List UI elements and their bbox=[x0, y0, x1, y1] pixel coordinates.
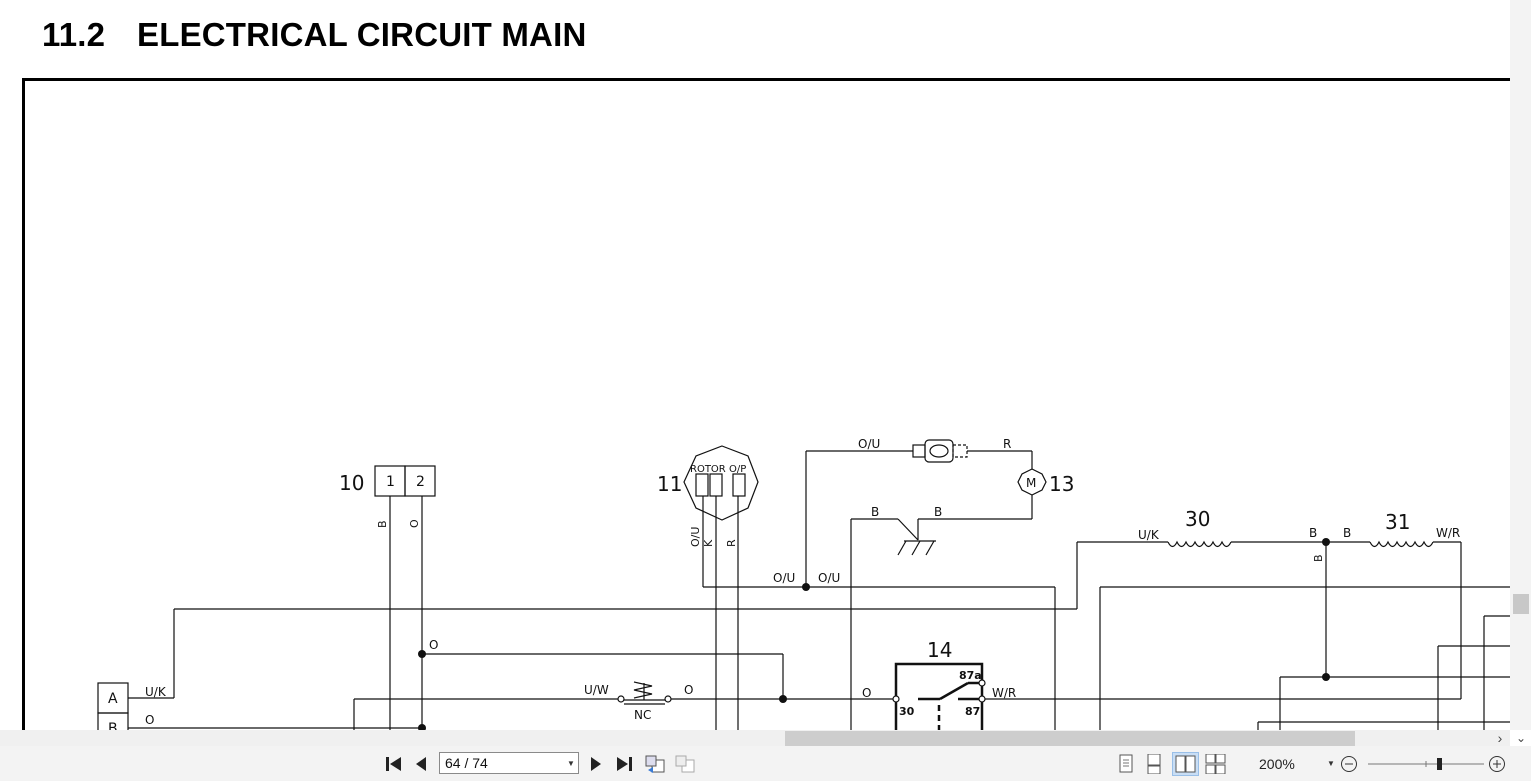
label-b-31: B bbox=[1343, 526, 1351, 540]
label-b-vert: B bbox=[1312, 554, 1325, 562]
page-title: 11.2 ELECTRICAL CIRCUIT MAIN bbox=[42, 16, 586, 54]
label-c10: 10 bbox=[339, 471, 364, 495]
vertical-scroll-thumb[interactable] bbox=[1513, 594, 1529, 614]
label-uk-a: U/K bbox=[145, 685, 167, 699]
horizontal-scroll-thumb[interactable] bbox=[785, 731, 1355, 746]
label-conn-b: B bbox=[108, 721, 118, 730]
zoom-level[interactable]: 200% bbox=[1259, 756, 1295, 772]
zoom-out-icon bbox=[1341, 756, 1357, 772]
coil-31 bbox=[1369, 540, 1434, 548]
single-page-icon bbox=[1119, 754, 1133, 773]
label-top-ou: O/U bbox=[858, 437, 880, 451]
previous-page-button[interactable] bbox=[411, 752, 431, 776]
label-c30: 30 bbox=[1185, 507, 1210, 531]
label-b-30: B bbox=[1309, 526, 1317, 540]
facing-view-button[interactable] bbox=[1172, 752, 1199, 776]
label-o-relay: O bbox=[862, 686, 871, 700]
label-nc: NC bbox=[634, 708, 651, 722]
label-c10-b: B bbox=[376, 520, 389, 528]
vertical-scrollbar[interactable] bbox=[1510, 0, 1531, 730]
label-relay-87: 87 bbox=[965, 705, 980, 718]
section-title: ELECTRICAL CIRCUIT MAIN bbox=[137, 16, 587, 53]
label-wr-31: W/R bbox=[1436, 526, 1460, 540]
label-conn-a: A bbox=[108, 691, 118, 707]
last-page-icon bbox=[617, 757, 632, 771]
label-c11: 11 bbox=[657, 472, 682, 496]
chevron-down-icon[interactable]: ⌄ bbox=[1515, 731, 1527, 745]
zoom-slider-thumb[interactable] bbox=[1437, 758, 1442, 770]
c10-pin2-box bbox=[404, 465, 436, 497]
next-view-button[interactable] bbox=[673, 752, 697, 776]
label-mid-ou2: O/U bbox=[818, 571, 840, 585]
next-view-icon bbox=[675, 755, 695, 773]
label-ground-b2: B bbox=[934, 505, 942, 519]
label-c11-ou: O/U bbox=[689, 527, 702, 547]
facing-continuous-view-button[interactable] bbox=[1204, 752, 1228, 776]
bottom-toolbar bbox=[0, 746, 1531, 781]
facing-pages-icon bbox=[1175, 755, 1195, 773]
label-c11-op: O/P bbox=[729, 464, 746, 475]
page-dropdown-icon[interactable]: ▼ bbox=[567, 758, 575, 768]
label-c31: 31 bbox=[1385, 510, 1410, 534]
first-page-button[interactable] bbox=[383, 752, 405, 776]
coil-30 bbox=[1167, 540, 1232, 548]
next-page-button[interactable] bbox=[586, 752, 606, 776]
schematic-frame bbox=[22, 78, 1510, 730]
label-ground-b1: B bbox=[871, 505, 879, 519]
zoom-slider-track bbox=[1368, 758, 1484, 770]
label-motor: M bbox=[1026, 476, 1036, 490]
single-page-view-button[interactable] bbox=[1115, 752, 1137, 776]
label-relay-30: 30 bbox=[899, 705, 915, 718]
label-o-junction: O bbox=[429, 638, 438, 652]
previous-page-icon bbox=[416, 757, 426, 771]
label-c11-k: K bbox=[702, 539, 715, 547]
page-number-input[interactable]: 64 / 74 ▼ bbox=[439, 752, 579, 774]
zoom-dropdown-icon[interactable]: ▼ bbox=[1327, 759, 1335, 768]
zoom-slider[interactable] bbox=[1366, 752, 1486, 776]
label-wr-relay: W/R bbox=[992, 686, 1016, 700]
label-top-r: R bbox=[1003, 437, 1011, 451]
label-c10-pin2: 2 bbox=[416, 474, 425, 490]
page-indicator: 64 / 74 bbox=[445, 755, 488, 771]
label-c11-r: R bbox=[725, 539, 738, 547]
label-c10-pin1: 1 bbox=[386, 474, 395, 490]
document-viewport[interactable]: 11.2 ELECTRICAL CIRCUIT MAIN bbox=[0, 0, 1510, 730]
label-relay-87a: 87a bbox=[959, 669, 982, 682]
section-number: 11.2 bbox=[42, 16, 106, 53]
previous-view-button[interactable] bbox=[643, 752, 667, 776]
next-page-icon bbox=[591, 757, 601, 771]
last-page-button[interactable] bbox=[613, 752, 635, 776]
label-c10-o: O bbox=[408, 519, 421, 528]
scroll-right-arrow-icon[interactable]: › bbox=[1497, 730, 1503, 746]
label-uk-30: U/K bbox=[1138, 528, 1160, 542]
facing-continuous-icon bbox=[1205, 754, 1226, 774]
label-c14: 14 bbox=[927, 638, 952, 662]
zoom-out-button[interactable] bbox=[1339, 752, 1359, 776]
first-page-icon bbox=[386, 757, 401, 771]
continuous-page-icon bbox=[1147, 754, 1161, 774]
alternator-symbol bbox=[683, 445, 759, 521]
zoom-in-button[interactable] bbox=[1487, 752, 1507, 776]
continuous-view-button[interactable] bbox=[1143, 752, 1165, 776]
zoom-in-icon bbox=[1489, 756, 1505, 772]
circuit-schematic: 10 1 2 B O 11 ROTOR O/P O/U K R 13 M 14 … bbox=[97, 437, 1510, 730]
label-c11-rotor: ROTOR bbox=[690, 464, 726, 475]
label-uw: U/W bbox=[584, 683, 609, 697]
previous-view-icon bbox=[645, 755, 665, 773]
label-o-b: O bbox=[145, 713, 154, 727]
label-c13: 13 bbox=[1049, 472, 1074, 496]
label-mid-ou1: O/U bbox=[773, 571, 795, 585]
label-o-switch: O bbox=[684, 683, 693, 697]
